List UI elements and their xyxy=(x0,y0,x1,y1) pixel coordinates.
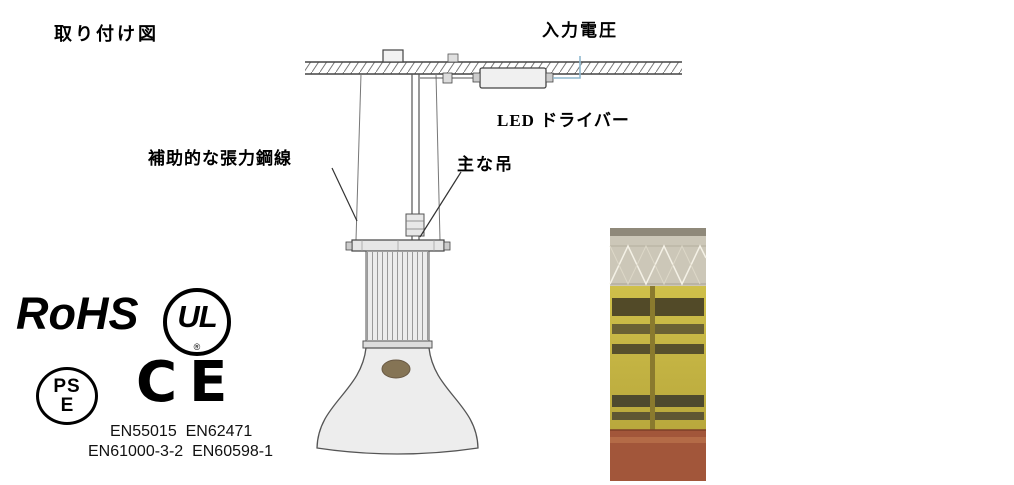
installation-photo xyxy=(609,228,707,481)
led-driver-label: LED ドライバー xyxy=(497,111,630,130)
main-hang-label: 主な吊 xyxy=(457,155,514,174)
pse-logo-text-top: PS xyxy=(53,376,81,397)
led-driver-box xyxy=(472,67,554,89)
rohs-logo: RoHS xyxy=(16,288,139,339)
lamp-mounting-plate xyxy=(345,239,451,252)
aux-wire-label: 補助的な張力鋼線 xyxy=(148,149,292,168)
standards-line-1: EN55015 EN62471 xyxy=(110,423,253,440)
leader-lines xyxy=(331,167,462,238)
pse-logo: PS E xyxy=(36,367,98,425)
auxiliary-steel-wires xyxy=(355,73,441,241)
pse-logo-text-bottom: E xyxy=(60,395,74,416)
input-voltage-label: 入力電圧 xyxy=(542,21,618,40)
lamp-heatsink xyxy=(362,250,433,349)
driver-output-wire xyxy=(420,72,473,84)
lamp-shade xyxy=(316,347,479,455)
ul-logo: UL ® xyxy=(163,288,231,356)
input-power-wire xyxy=(553,56,581,79)
main-suspension-rod xyxy=(405,74,425,240)
ce-mark: CE xyxy=(136,350,240,415)
lamp-lens xyxy=(381,359,411,379)
ul-logo-text: UL xyxy=(177,299,217,334)
diagram-title: 取り付け図 xyxy=(54,24,159,44)
standards-line-2: EN61000-3-2 EN60598-1 xyxy=(88,443,274,460)
registered-trademark-icon: ® xyxy=(193,342,201,352)
